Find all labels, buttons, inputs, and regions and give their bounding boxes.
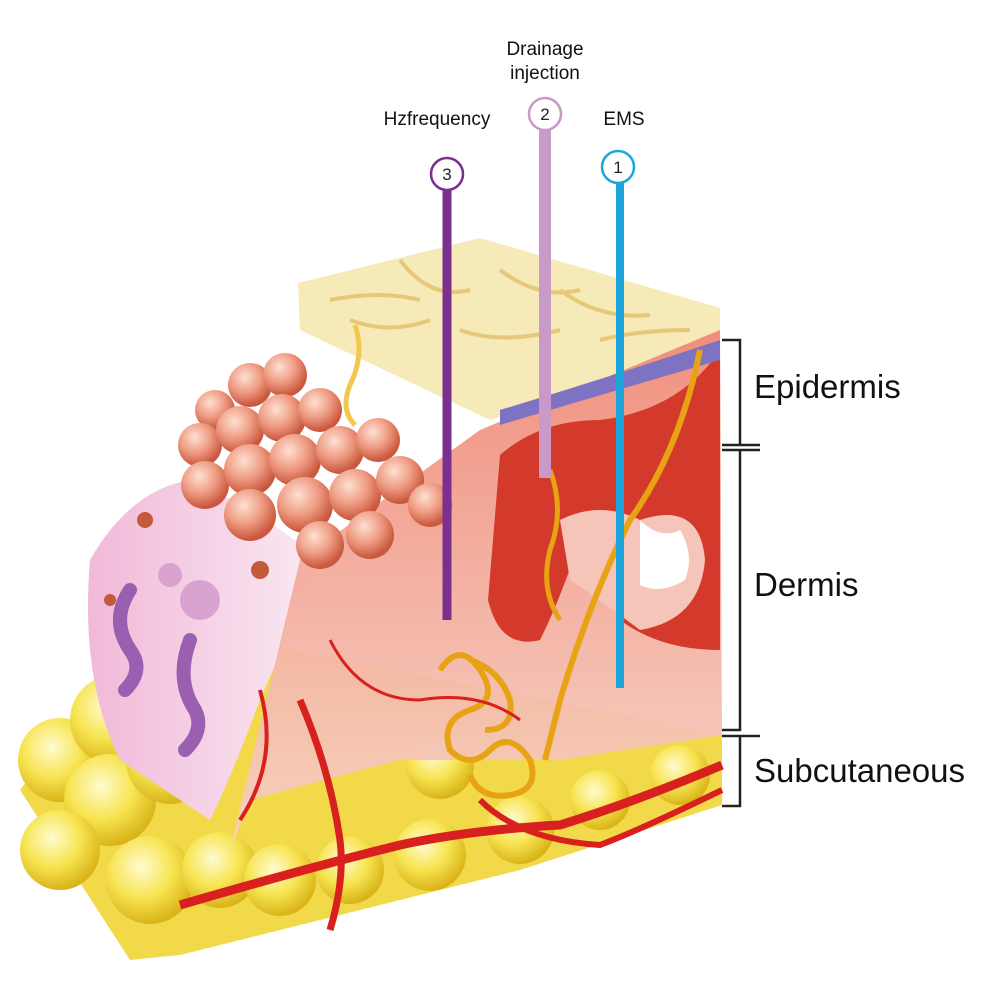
bracket-subcutaneous <box>722 734 760 808</box>
probe-label-ems: EMS <box>603 109 645 130</box>
layer-label-epidermis: Epidermis <box>754 368 901 405</box>
probe-1: 1 <box>600 149 636 688</box>
probe-1-ring <box>600 149 636 185</box>
probe-3-number: 3 <box>442 165 451 184</box>
probe-3-ring <box>429 156 465 192</box>
probe-label-drainage-injection: Drainage injection <box>506 39 584 84</box>
probe-2-number: 2 <box>540 105 549 124</box>
sebaceous-bumps <box>178 353 452 569</box>
layer-label-subcutaneous: Subcutaneous <box>754 752 966 789</box>
probe-label-hzfrequency: Hzfrequency <box>383 109 491 130</box>
probe-1-number: 1 <box>613 158 622 177</box>
probe-2-ring <box>527 96 563 132</box>
dermis-block <box>230 330 722 850</box>
layer-brackets <box>722 338 760 808</box>
layer-label-dermis: Dermis <box>754 566 859 603</box>
bracket-epidermis <box>722 338 760 447</box>
blood-vessels <box>178 639 724 932</box>
dermis-cut-side <box>88 480 320 820</box>
sweat-gland <box>437 652 536 799</box>
nerves <box>343 324 703 761</box>
probe-2: 2 <box>527 96 563 478</box>
probe-3: 3 <box>429 156 465 620</box>
bracket-dermis <box>722 448 760 732</box>
